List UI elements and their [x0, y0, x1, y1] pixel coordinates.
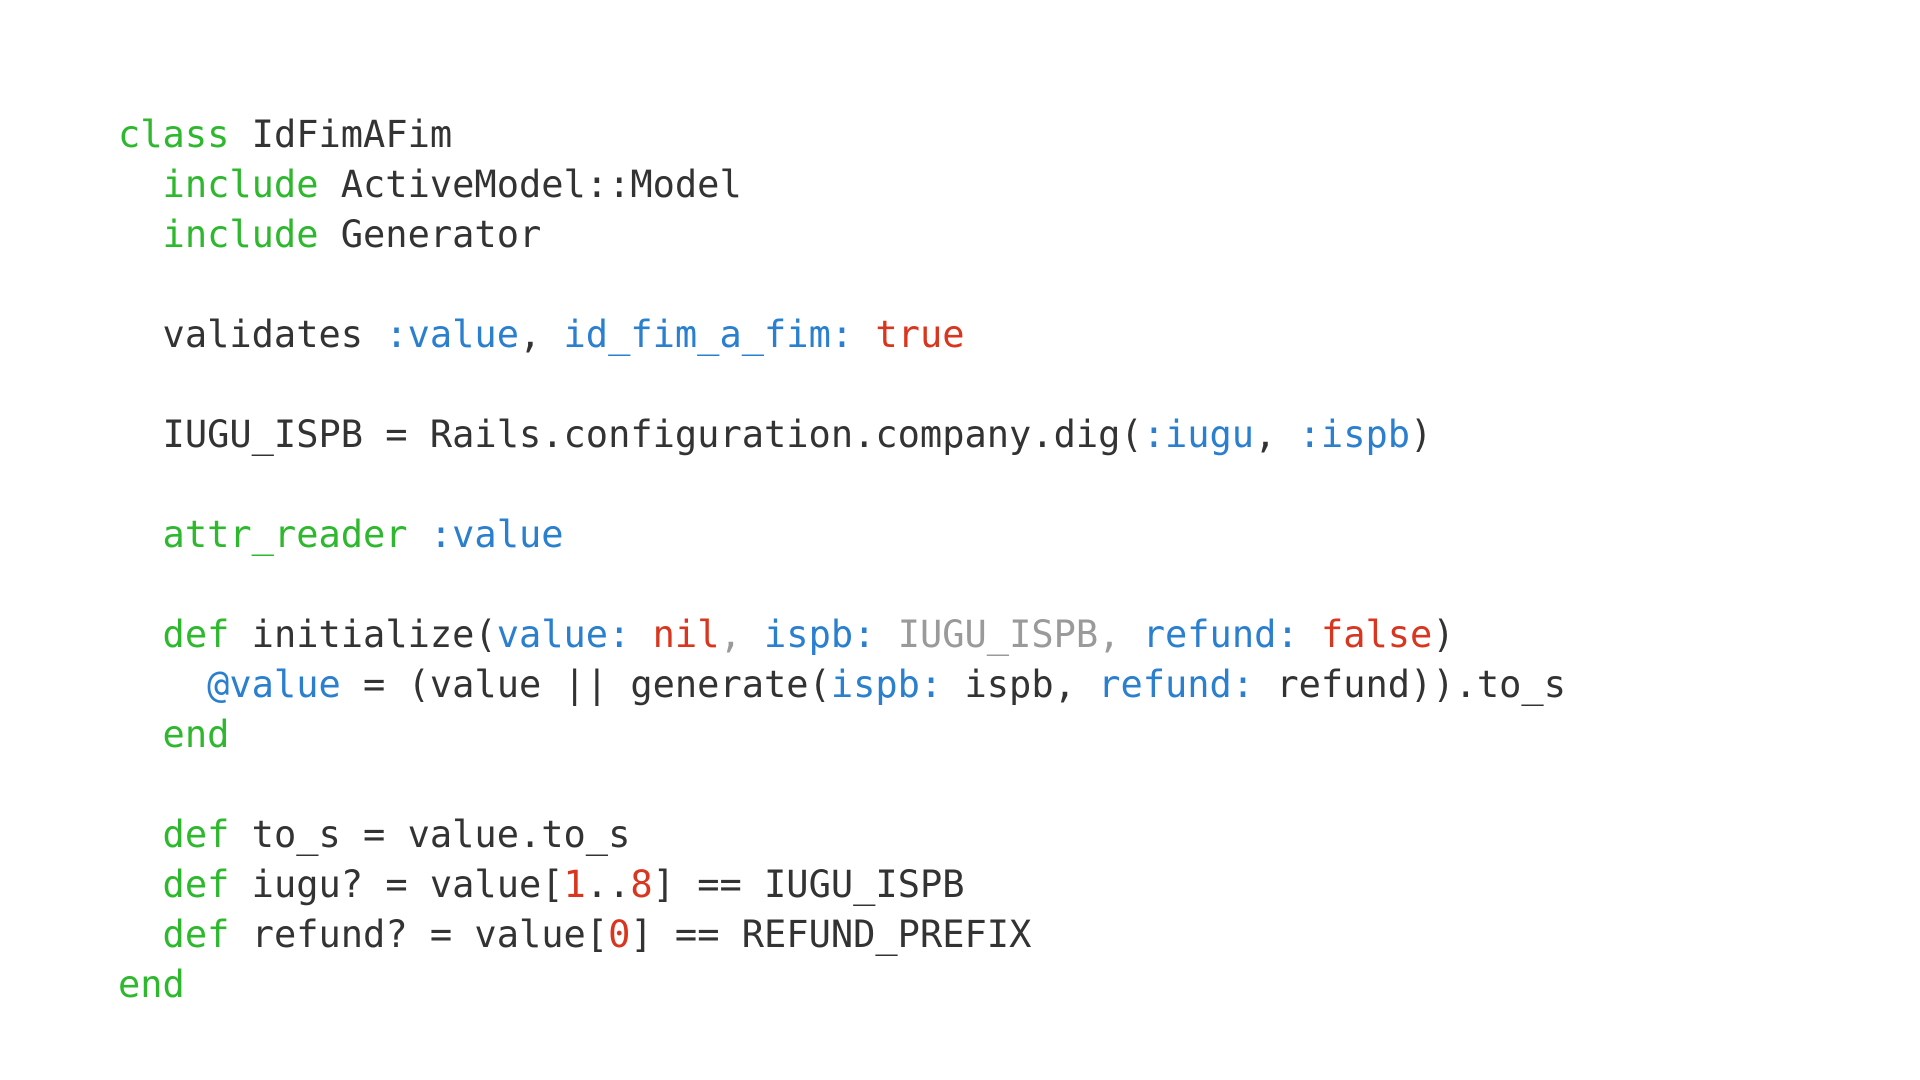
- code-token: [853, 313, 875, 356]
- code-token: ispb,: [942, 663, 1099, 706]
- code-line: [118, 460, 1566, 510]
- code-token: iugu? = value[: [229, 863, 564, 906]
- code-token: ): [1410, 413, 1433, 456]
- code-token: 0: [608, 913, 631, 956]
- code-line: end: [118, 960, 1566, 1010]
- code-token: :ispb: [1298, 413, 1411, 456]
- code-token: Generator: [318, 213, 542, 256]
- code-token: include: [118, 213, 319, 256]
- code-token: ] == IUGU_ISPB: [652, 863, 965, 906]
- code-token: ispb:: [830, 663, 943, 706]
- code-token: value:: [496, 613, 631, 656]
- code-token: ispb:: [764, 613, 876, 656]
- code-block: class IdFimAFim include ActiveModel::Mod…: [118, 110, 1566, 1010]
- code-line: [118, 260, 1566, 310]
- code-token: nil: [652, 613, 720, 656]
- code-token: [1299, 613, 1321, 656]
- code-line: @value = (value || generate(ispb: ispb, …: [118, 660, 1566, 710]
- code-line: IUGU_ISPB = Rails.configuration.company.…: [118, 410, 1566, 460]
- code-token: :value: [385, 313, 519, 356]
- code-token: [118, 663, 207, 706]
- code-line: validates :value, id_fim_a_fim: true: [118, 310, 1566, 360]
- code-token: ): [1432, 613, 1455, 656]
- code-line: def to_s = value.to_s: [118, 810, 1566, 860]
- code-token: 8: [630, 863, 653, 906]
- code-token: ,: [719, 613, 765, 656]
- code-token: def: [118, 613, 230, 656]
- code-token: [408, 513, 430, 556]
- code-token: refund? = value[: [229, 913, 609, 956]
- code-token: = (value || generate(: [340, 663, 831, 706]
- code-token: :value: [429, 513, 564, 556]
- code-line: include ActiveModel::Model: [118, 160, 1566, 210]
- code-token: include: [118, 163, 319, 206]
- code-line: end: [118, 710, 1566, 760]
- code-token: ,: [1254, 413, 1299, 456]
- code-line: [118, 360, 1566, 410]
- code-token: def: [118, 813, 230, 856]
- code-token: end: [118, 963, 185, 1006]
- code-token: to_s = value.to_s: [229, 813, 631, 856]
- code-token: refund)).to_s: [1254, 663, 1566, 706]
- code-line: def iugu? = value[1..8] == IUGU_ISPB: [118, 860, 1566, 910]
- code-token: validates: [118, 313, 386, 356]
- code-token: @value: [207, 663, 341, 706]
- code-token: ] == REFUND_PREFIX: [630, 913, 1032, 956]
- code-token: id_fim_a_fim:: [563, 313, 854, 356]
- code-token: 1: [563, 863, 586, 906]
- code-token: refund:: [1142, 613, 1299, 656]
- code-token: end: [118, 713, 230, 756]
- code-token: false: [1320, 613, 1433, 656]
- code-token: class: [118, 113, 230, 156]
- code-line: include Generator: [118, 210, 1566, 260]
- code-token: ActiveModel::Model: [318, 163, 742, 206]
- code-token: def: [118, 913, 230, 956]
- code-token: [630, 613, 652, 656]
- code-token: attr_reader: [118, 513, 408, 556]
- code-line: def refund? = value[0] == REFUND_PREFIX: [118, 910, 1566, 960]
- code-token: def: [118, 863, 230, 906]
- code-token: initialize(: [229, 613, 497, 656]
- code-token: :iugu: [1142, 413, 1255, 456]
- code-token: ,: [518, 313, 564, 356]
- code-token: true: [875, 313, 965, 356]
- code-line: [118, 560, 1566, 610]
- code-token: IUGU_ISPB,: [875, 613, 1143, 656]
- code-line: [118, 760, 1566, 810]
- code-line: class IdFimAFim: [118, 110, 1566, 160]
- code-line: attr_reader :value: [118, 510, 1566, 560]
- code-token: IdFimAFim: [229, 113, 453, 156]
- code-token: refund:: [1098, 663, 1255, 706]
- code-line: def initialize(value: nil, ispb: IUGU_IS…: [118, 610, 1566, 660]
- code-token: IUGU_ISPB = Rails.configuration.company.…: [118, 413, 1143, 456]
- code-token: ..: [585, 863, 631, 906]
